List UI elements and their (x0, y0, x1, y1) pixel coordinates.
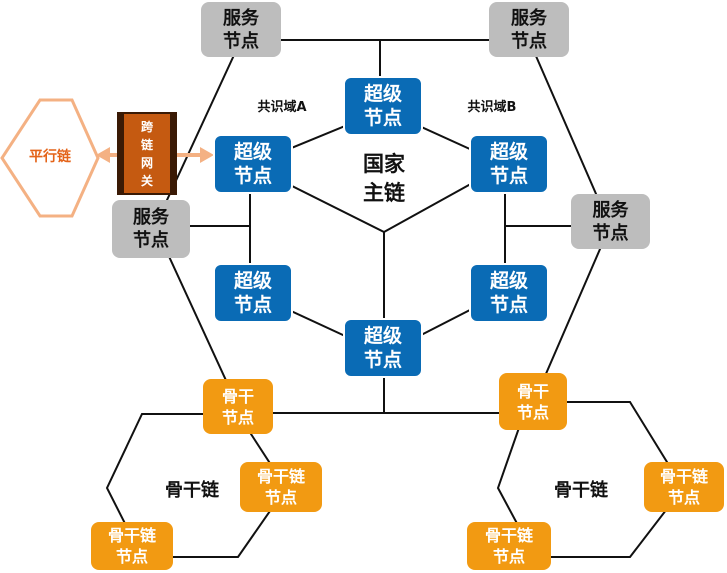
super-node: 超级 节点 (213, 134, 293, 194)
backbone-node: 骨干 节点 (203, 379, 273, 434)
backbone-chain-node-label: 骨干链 节点 (107, 526, 156, 566)
arrow-left-head (96, 147, 110, 163)
backbone-chain-label: 骨干链 (165, 480, 219, 501)
gateway-label: 跨 链 网 关 (140, 119, 153, 188)
service-node-label: 服务 节点 (223, 7, 259, 52)
super-node-label: 超级 节点 (489, 270, 528, 316)
backbone-chain-node-label: 骨干链 节点 (256, 467, 305, 507)
backbone-chain-label: 骨干链 (554, 480, 608, 501)
super-node-label: 超级 节点 (233, 270, 272, 316)
backbone-chain-node: 骨干链 节点 (467, 522, 551, 570)
arrow-right-head (200, 147, 214, 163)
service-node: 服务 节点 (489, 2, 569, 57)
gateway-bar-right (170, 114, 175, 193)
backbone-chain-node: 骨干链 节点 (91, 522, 173, 570)
core-chain-label: 国家 主链 (363, 152, 405, 205)
domain-a-label: 共识域A (257, 100, 307, 115)
super-node-label: 超级 节点 (363, 325, 402, 371)
gateway-bar-left (119, 114, 124, 193)
service-node: 服务 节点 (571, 194, 650, 249)
domain-b-label: 共识域B (467, 100, 517, 115)
backbone-chain-node: 骨干链 节点 (644, 462, 724, 512)
service-node-label: 服务 节点 (511, 7, 547, 52)
super-node-label: 超级 节点 (363, 83, 402, 129)
backbone-node: 骨干 节点 (499, 373, 567, 430)
super-node: 超级 节点 (469, 134, 549, 194)
super-node-label: 超级 节点 (233, 141, 272, 187)
service-node-label: 服务 节点 (592, 199, 629, 244)
super-node-label: 超级 节点 (489, 141, 528, 187)
super-node: 超级 节点 (213, 263, 293, 323)
super-node: 超级 节点 (343, 318, 423, 378)
parallel-hexagon (0, 98, 100, 218)
super-node: 超级 节点 (343, 76, 423, 136)
backbone-chain-node-label: 骨干链 节点 (484, 526, 533, 566)
super-node: 超级 节点 (469, 263, 549, 323)
backbone-node-label: 骨干 节点 (516, 381, 549, 422)
backbone-node-label: 骨干 节点 (221, 386, 254, 427)
cross-chain-gateway: 跨 链 网 关 (117, 112, 177, 195)
parallel-chain-label: 平行链 (29, 149, 71, 165)
backbone-chain-node: 骨干链 节点 (240, 462, 322, 512)
backbone-hexagon-right (496, 401, 685, 558)
backbone-chain-node-label: 骨干链 节点 (659, 467, 708, 507)
service-node-label: 服务 节点 (133, 207, 169, 251)
service-node: 服务 节点 (112, 200, 190, 258)
service-node: 服务 节点 (201, 2, 281, 57)
